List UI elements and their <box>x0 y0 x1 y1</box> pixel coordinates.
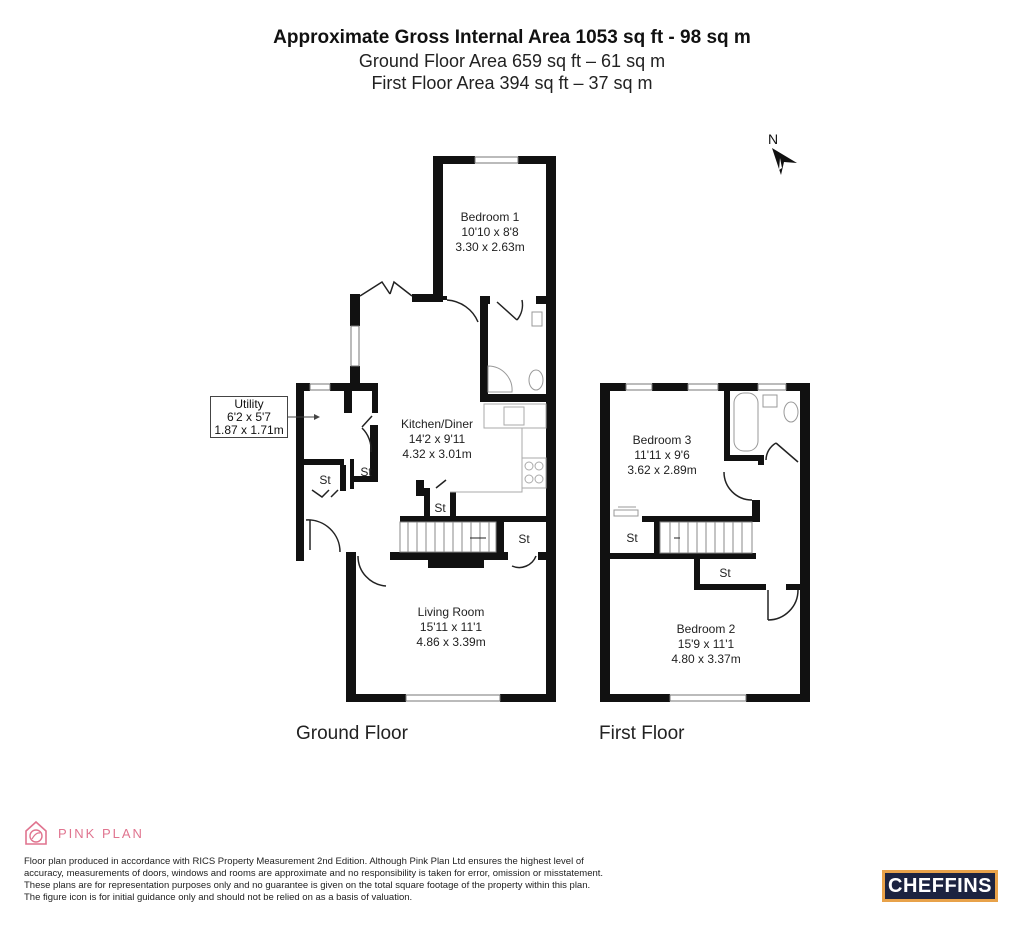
cheffins-logo: CHEFFINS <box>882 870 998 902</box>
utility-callout: Utility 6'2 x 5'7 1.87 x 1.71m <box>210 396 288 438</box>
svg-text:3.30 x 2.63m: 3.30 x 2.63m <box>455 240 524 254</box>
svg-text:4.32 x 3.01m: 4.32 x 3.01m <box>402 447 471 461</box>
first-floor-doors <box>723 442 799 621</box>
ground-floor-doors <box>305 280 537 587</box>
ground-floor-walls <box>296 156 556 702</box>
area-header: Approximate Gross Internal Area 1053 sq … <box>0 26 1024 94</box>
store-label: St <box>319 473 331 487</box>
disclaimer-text: Floor plan produced in accordance with R… <box>24 856 604 903</box>
svg-text:15'9 x 11'1: 15'9 x 11'1 <box>678 637 735 651</box>
utility-metric: 1.87 x 1.71m <box>214 423 284 437</box>
pink-plan-house-icon <box>25 820 47 845</box>
compass-n-label: N <box>768 131 778 147</box>
utility-name: Utility <box>234 397 264 411</box>
store-label: St <box>434 501 446 515</box>
svg-text:Bedroom 1: Bedroom 1 <box>461 210 520 224</box>
gross-area-title: Approximate Gross Internal Area 1053 sq … <box>273 27 751 48</box>
svg-text:Living Room: Living Room <box>418 605 485 619</box>
svg-text:3.62 x 2.89m: 3.62 x 2.89m <box>627 463 696 477</box>
ground-floor-area: Ground Floor Area 659 sq ft – 61 sq m <box>358 51 666 71</box>
store-label: St <box>626 531 638 545</box>
first-floor-label: First Floor <box>599 723 685 744</box>
pink-plan-brand: PINK PLAN <box>24 820 144 846</box>
store-label: St <box>719 566 731 580</box>
store-label: St <box>360 465 372 479</box>
svg-text:Bedroom 2: Bedroom 2 <box>677 622 736 636</box>
first-floor-walls <box>600 383 810 702</box>
room-bedroom-3: Bedroom 3 11'11 x 9'6 3.62 x 2.89m <box>627 433 696 477</box>
svg-text:Bedroom 3: Bedroom 3 <box>633 433 692 447</box>
store-label: St <box>518 532 530 546</box>
room-living-room: Living Room 15'11 x 11'1 4.86 x 3.39m <box>416 605 485 649</box>
pink-plan-name: PINK PLAN <box>58 825 144 841</box>
first-floor-area: First Floor Area 394 sq ft – 37 sq m <box>371 73 653 93</box>
room-bedroom-1: Bedroom 1 10'10 x 8'8 3.30 x 2.63m <box>455 210 524 254</box>
svg-text:10'10 x 8'8: 10'10 x 8'8 <box>461 225 519 239</box>
svg-text:Kitchen/Diner: Kitchen/Diner <box>401 417 473 431</box>
svg-text:11'11 x 9'6: 11'11 x 9'6 <box>634 448 690 462</box>
ground-floor-windows <box>309 156 519 702</box>
room-kitchen-diner: Kitchen/Diner 14'2 x 9'11 4.32 x 3.01m <box>401 417 473 461</box>
ground-floor-label: Ground Floor <box>296 723 408 744</box>
first-floor-stairs <box>659 521 753 554</box>
utility-imperial: 6'2 x 5'7 <box>227 410 271 424</box>
kitchen-fixtures <box>450 311 547 493</box>
bathroom-fixtures <box>613 392 799 517</box>
svg-text:14'2 x 9'11: 14'2 x 9'11 <box>409 432 466 446</box>
svg-text:4.86 x 3.39m: 4.86 x 3.39m <box>416 635 485 649</box>
first-floor-windows <box>625 383 787 702</box>
room-bedroom-2: Bedroom 2 15'9 x 11'1 4.80 x 3.37m <box>671 622 740 666</box>
north-arrow-icon: N <box>768 131 797 175</box>
utility-leader-arrow-icon <box>314 414 320 420</box>
ground-floor-stairs <box>399 521 497 553</box>
svg-text:15'11 x 11'1: 15'11 x 11'1 <box>420 620 483 634</box>
svg-text:4.80 x 3.37m: 4.80 x 3.37m <box>671 652 740 666</box>
